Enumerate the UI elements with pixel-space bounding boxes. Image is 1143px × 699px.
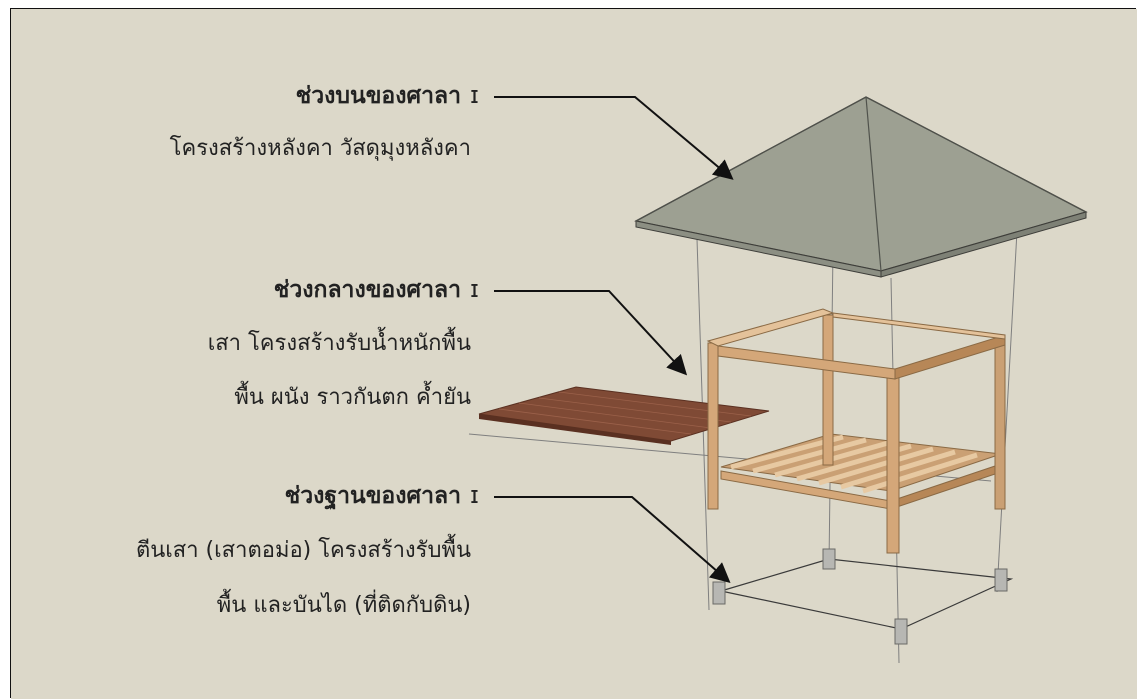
base-section-line-1: ตีนเสา (เสาตอม่อ) โครงสร้างรับพื้น xyxy=(135,538,471,563)
footings xyxy=(712,548,1008,645)
leader-base xyxy=(494,496,731,583)
floor-slats xyxy=(720,433,1002,510)
base-section-title: ช่วงฐานของศาลา xyxy=(284,483,461,509)
leader-middle xyxy=(494,290,688,376)
top-section-marker: ɪ xyxy=(470,81,479,109)
middle-section-marker: ɪ xyxy=(470,275,479,303)
top-beams xyxy=(706,308,1006,380)
leader-lines xyxy=(494,96,734,583)
pavilion-illustration xyxy=(11,9,1137,699)
middle-section-line-1: เสา โครงสร้างรับน้ำหนักพื้น xyxy=(207,331,471,356)
middle-section-line-2: พื้น ผนัง ราวกันตก ค้ำยัน xyxy=(234,385,471,410)
roof xyxy=(634,96,1088,278)
wooden-posts xyxy=(707,314,1006,554)
top-section-line-1: โครงสร้างหลังคา วัสดุมุงหลังคา xyxy=(169,136,471,161)
base-outline xyxy=(720,558,1014,630)
base-section-marker: ɪ xyxy=(470,481,479,509)
diagram-frame: ช่วงบนของศาลา ɪ โครงสร้างหลังคา วัสดุมุง… xyxy=(10,8,1137,699)
top-section-title: ช่วงบนของศาลา xyxy=(295,83,461,109)
leader-top xyxy=(494,96,734,180)
brick-floor-panel xyxy=(478,386,770,445)
base-section-line-2: พื้น และบันได (ที่ติดกับดิน) xyxy=(216,593,471,618)
middle-section-title: ช่วงกลางของศาลา xyxy=(273,277,461,303)
